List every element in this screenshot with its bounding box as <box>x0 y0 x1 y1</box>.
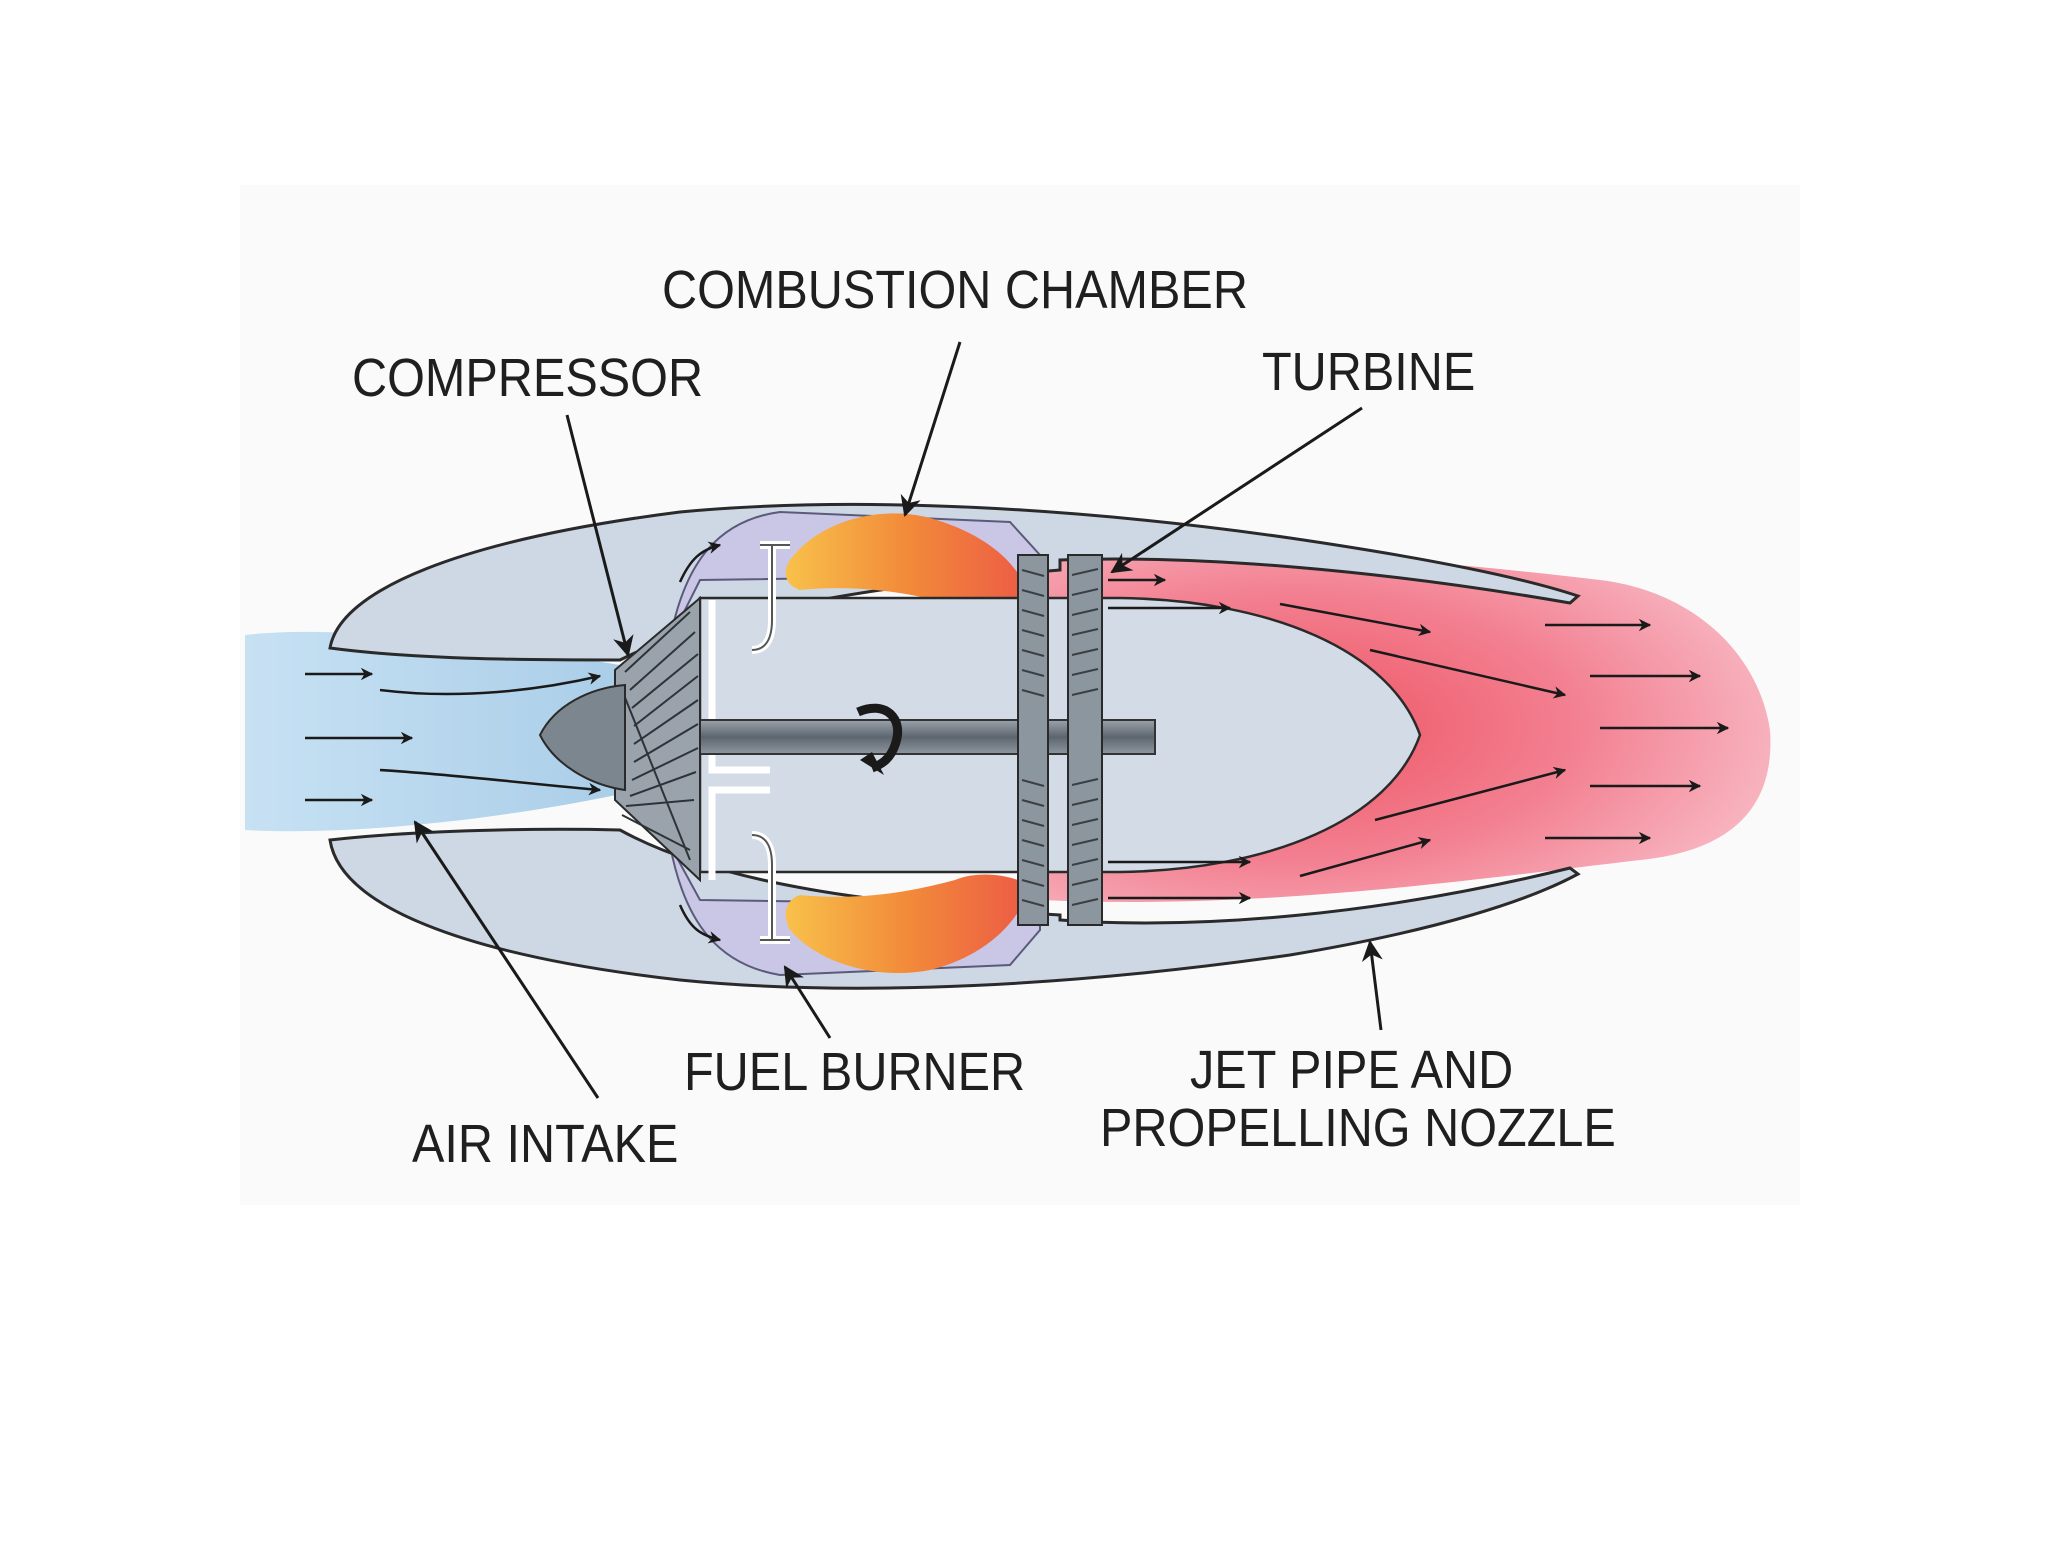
label-turbine: TURBINE <box>1262 342 1476 402</box>
lower-flame <box>785 874 1030 974</box>
fuel-burner-leader <box>783 965 832 1039</box>
leader-lines <box>413 341 1383 1099</box>
upper-flame <box>785 513 1030 611</box>
intake-flow-arrows <box>305 541 722 944</box>
label-air-intake: AIR INTAKE <box>412 1114 679 1174</box>
jet-pipe-leader <box>1361 939 1383 1031</box>
exhaust-flow-arrows <box>1108 573 1730 905</box>
label-fuel-burner: FUEL BURNER <box>684 1042 1026 1102</box>
intake-airflow <box>245 631 640 832</box>
turbine-leader <box>1110 406 1363 574</box>
label-jet-pipe-line2: PROPELLING NOZZLE <box>1100 1098 1616 1158</box>
label-combustion-chamber: COMBUSTION CHAMBER <box>662 260 1248 320</box>
turbine-rotor <box>1067 554 1103 926</box>
nose-cone <box>538 683 626 792</box>
rotation-arrow-icon <box>856 703 903 773</box>
compressor-leader <box>565 414 634 658</box>
label-jet-pipe-line1: JET PIPE AND <box>1190 1040 1514 1100</box>
combustion-chamber-leader <box>900 341 962 518</box>
air-intake-leader <box>413 820 600 1099</box>
compressor-blades <box>621 611 699 861</box>
label-compressor: COMPRESSOR <box>352 348 704 408</box>
turbine-blades <box>1021 568 1099 907</box>
